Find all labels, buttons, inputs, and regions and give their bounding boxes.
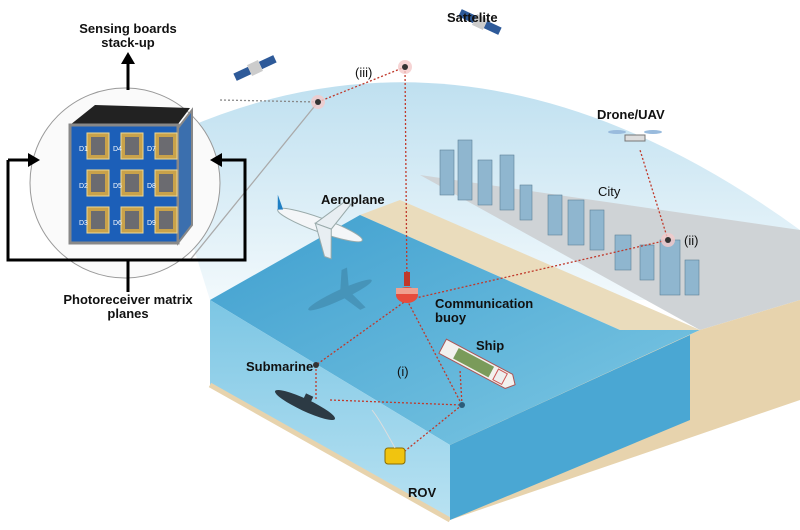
label-buoy: Communication buoy [435, 297, 533, 325]
photodiode: D2 [79, 169, 110, 197]
label-line: planes [107, 306, 149, 321]
label-aeroplane: Aeroplane [321, 192, 385, 207]
submarine-icon [274, 390, 336, 420]
seabed-edge [208, 382, 452, 523]
photodiode-label: D1 [79, 146, 88, 153]
photodiode-label: D8 [147, 183, 156, 190]
water-front-face [210, 300, 450, 520]
label-line: Sensing boards [79, 21, 177, 36]
label-line: stack-up [101, 35, 155, 50]
photodiode-label: D2 [79, 183, 88, 190]
label-satellite: Sattelite [447, 10, 498, 25]
water-surface [210, 215, 700, 445]
label-link-ii: (ii) [684, 233, 699, 248]
photodiode-label: D4 [113, 146, 122, 153]
satellite-icon [458, 9, 502, 35]
label-line: Photoreceiver matrix [63, 292, 193, 307]
satellite-icon [233, 55, 277, 81]
photodiode: D9 [147, 206, 178, 234]
photodiode: D8 [147, 169, 178, 197]
label-sensing-boards: Sensing boards stack-up [70, 22, 186, 50]
label-link-i: (i) [397, 364, 409, 379]
inset-arrows [6, 62, 247, 292]
label-photoreceiver: Photoreceiver matrix planes [50, 293, 206, 321]
photodiode-label: D3 [79, 220, 88, 227]
label-line: buoy [435, 310, 467, 325]
arrowheads [28, 52, 222, 167]
label-submarine: Submarine [246, 359, 314, 374]
aeroplane-icon [277, 194, 363, 260]
coast-land [420, 175, 800, 330]
label-drone: Drone/UAV [597, 107, 665, 122]
label-link-iii: (iii) [355, 65, 373, 80]
photodiode: D3 [79, 206, 110, 234]
communication-buoy-icon [396, 272, 418, 303]
photodiode: D6 [113, 206, 144, 234]
photodiode: D7 [147, 132, 178, 160]
photodiode: D5 [113, 169, 144, 197]
network-nodes [311, 60, 675, 408]
water-right-face [450, 335, 690, 520]
photodiode-label: D7 [147, 146, 156, 153]
beach [360, 200, 700, 330]
photodiode-label: D5 [113, 183, 122, 190]
label-rov: ROV [408, 485, 437, 500]
drone-icon [608, 130, 662, 142]
photodiode: D4 [113, 132, 144, 160]
ship-icon [438, 338, 516, 390]
optical-links [189, 66, 669, 456]
label-line: Communication [435, 296, 534, 311]
label-city: City [598, 184, 621, 199]
photodiode-label: D6 [113, 220, 122, 227]
photodiode: D1 [79, 132, 110, 160]
city-buildings [439, 139, 700, 296]
aeroplane-shadow [308, 267, 372, 311]
rov-icon [371, 409, 406, 465]
photodiode-label: D9 [147, 220, 156, 227]
label-ship: Ship [476, 338, 505, 353]
